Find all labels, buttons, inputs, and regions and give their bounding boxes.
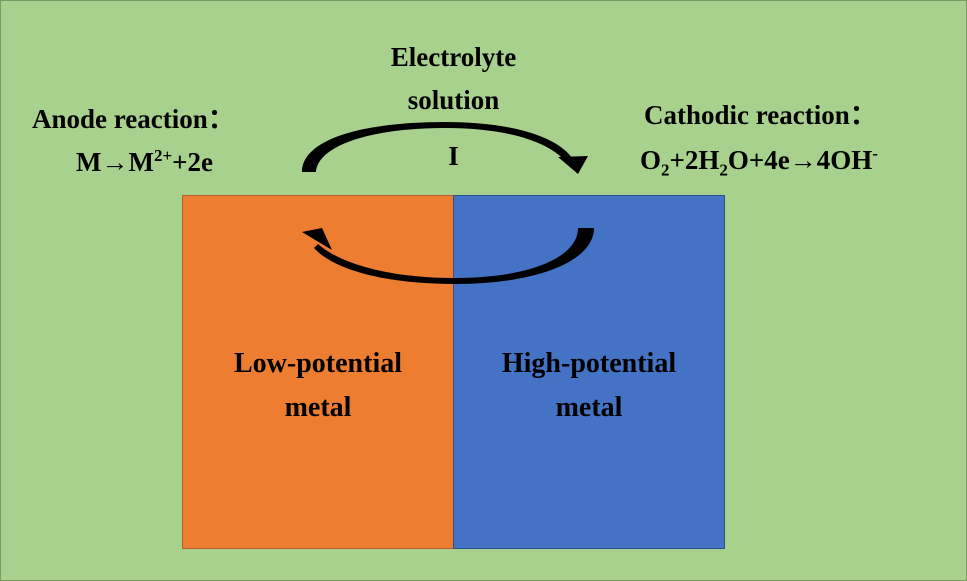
current-label: I xyxy=(448,141,459,171)
electrolyte-label-line1: Electrolyte xyxy=(390,42,517,72)
electrolyte-label-line2: solution xyxy=(407,85,500,115)
top-arrowhead-icon xyxy=(558,156,588,174)
anode-reaction-equation: M→M2++2e xyxy=(76,146,214,177)
anode-reaction-title: Anode reaction： xyxy=(32,104,235,134)
top-arrow-icon xyxy=(302,122,572,172)
bottom-arrow-icon xyxy=(314,228,594,284)
cathode-reaction-title: Cathodic reaction： xyxy=(644,100,877,130)
cathode-reaction-equation: O2+2H2O+4e→4OH- xyxy=(640,144,878,180)
bottom-arrowhead-icon xyxy=(302,228,332,250)
